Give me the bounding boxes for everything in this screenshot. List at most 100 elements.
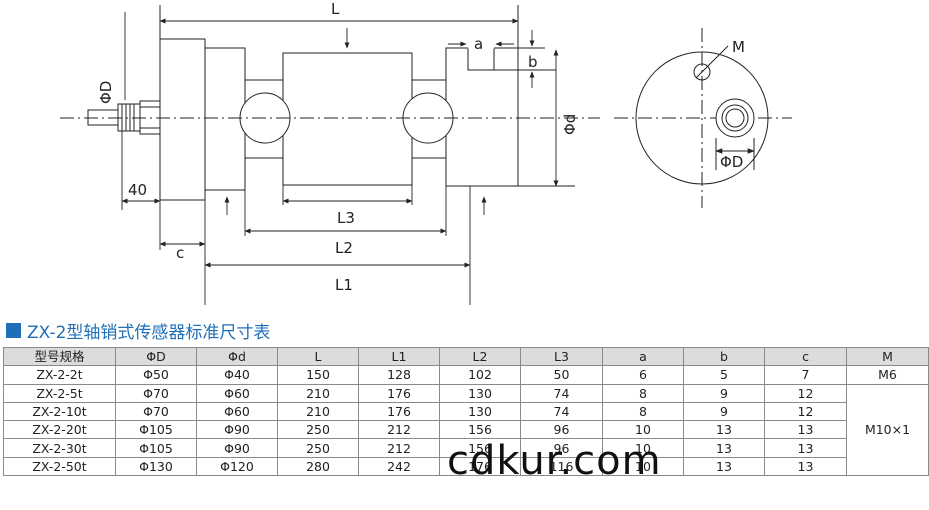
table-cell: 210 [277,383,359,403]
table-cell: 250 [277,420,359,440]
table-cell: Φ90 [196,420,278,440]
table-cell: 250 [277,438,359,458]
table-cell: 9 [683,383,765,403]
table-cell: Φ60 [196,401,278,422]
table-cell: 176 [358,383,440,403]
table-row: ZX-2-50t Φ130 Φ120 280 242 176 116 10 13… [3,456,929,477]
table-cell: 96 [520,420,603,440]
header-cell: b [683,346,765,367]
table-row: ZX-2-20t Φ105 Φ90 250 212 156 96 10 13 1… [3,420,929,440]
m-hole [693,63,711,81]
label-L3: L3 [337,209,355,227]
table-cell: 210 [277,401,359,422]
table-cell: 13 [764,420,847,440]
table-cell: 212 [358,420,440,440]
table-cell: 128 [358,365,440,385]
table-cell: Φ50 [115,365,197,385]
table-header-row: 型号规格 ΦD Φd L L1 L2 L3 a b c M [3,346,929,367]
table-cell: ZX-2-20t [3,420,116,440]
table-cell-m-first: M6 [846,365,929,385]
table-cell: 7 [764,365,847,385]
table-cell: 130 [439,383,521,403]
label-b: b [528,53,538,71]
section-title: ZX-2型轴销式传感器标准尺寸表 [6,318,271,343]
header-cell: M [846,346,929,367]
header-cell: L3 [520,346,603,367]
table-cell: 13 [683,456,765,477]
header-cell: Φd [196,346,278,367]
table-cell: 130 [439,401,521,422]
table-cell: 74 [520,383,603,403]
header-cell: a [602,346,684,367]
title-marker [6,322,21,338]
table-row: ZX-2-2t Φ50 Φ40 150 128 102 50 6 5 7 M6 [3,365,929,385]
table-cell: Φ60 [196,383,278,403]
label-phi-d: Φd [561,114,579,135]
table-cell: Φ105 [115,420,197,440]
table-cell: Φ120 [196,456,278,477]
label-40: 40 [128,181,147,199]
left-body [204,47,246,191]
table-cell: Φ105 [115,438,197,458]
header-cell: ΦD [115,346,197,367]
table-cell: 176 [358,401,440,422]
label-L2: L2 [335,239,353,257]
table-cell: 212 [358,438,440,458]
table-cell: 10 [602,456,684,477]
watermark: cdkur.com [447,438,662,484]
table-row: ZX-2-5t Φ70 Φ60 210 176 130 74 8 9 12 M1… [3,383,929,477]
table-cell: 13 [764,456,847,477]
label-L1: L1 [335,276,353,294]
right-body [445,47,519,187]
label-phi-D-right: ΦD [720,153,743,171]
table-cell: 8 [602,401,684,422]
spec-table: 型号规格 ΦD Φd L L1 L2 L3 a b c M ZX-2-2t Φ5… [3,346,929,477]
label-M: M [732,38,745,56]
table-cell: ZX-2-50t [3,456,116,477]
drawing-labels: L a b ΦD Φd 40 c L3 L2 L1 M ΦD [97,0,745,294]
table-cell-m-rest: M10×1 [846,383,929,477]
table-cell: Φ130 [115,456,197,477]
header-cell: 型号规格 [3,346,116,367]
table-cell: 10 [602,420,684,440]
table-cell: Φ70 [115,383,197,403]
table-cell: 242 [358,456,440,477]
technical-drawing: L a b ΦD Φd 40 c L3 L2 L1 M ΦD [60,0,792,305]
label-a: a [474,35,483,53]
table-cell: 6 [602,365,684,385]
cable [87,100,161,135]
table-cell: 176 [439,456,521,477]
table-cell: ZX-2-2t [3,365,116,385]
table-cell: Φ70 [115,401,197,422]
table-cell: ZX-2-30t [3,438,116,458]
table-cell: 150 [277,365,359,385]
header-cell: L2 [439,346,521,367]
table-row: ZX-2-10t Φ70 Φ60 210 176 130 74 8 9 12 [3,401,929,422]
table-cell: 280 [277,456,359,477]
table-cell: 8 [602,383,684,403]
header-cell: c [764,346,847,367]
dimension-lines [121,12,575,305]
end-view [614,28,792,208]
left-flange [159,38,206,201]
header-cell: L [277,346,359,367]
section-title-text: ZX-2型轴销式传感器标准尺寸表 [27,322,271,343]
table-cell: 5 [683,365,765,385]
table-cell: 13 [683,420,765,440]
label-c: c [176,244,184,262]
label-phi-D-left: ΦD [97,81,115,104]
table-cell: 74 [520,401,603,422]
table-cell: ZX-2-5t [3,383,116,403]
side-view [60,5,600,201]
table-cell: 9 [683,401,765,422]
table-cell: ZX-2-10t [3,401,116,422]
middle-block [282,52,413,186]
table-cell: 12 [764,401,847,422]
table-cell: 12 [764,383,847,403]
header-cell: L1 [358,346,440,367]
table-cell: 156 [439,420,521,440]
table-cell: Φ90 [196,438,278,458]
table-cell: 116 [520,456,603,477]
table-cell: 13 [764,438,847,458]
table-cell: 13 [683,438,765,458]
